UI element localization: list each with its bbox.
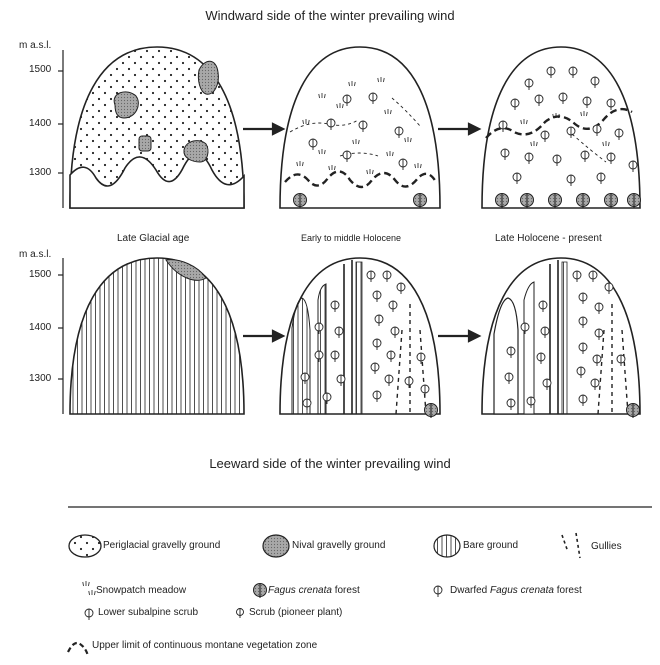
axis-bottom — [58, 258, 63, 414]
legend-dwarfed-symbol — [434, 586, 442, 597]
legend-periglacial-symbol — [69, 535, 101, 557]
panel-windward-late-glacial — [70, 47, 244, 208]
legend-fagus-symbol — [254, 584, 267, 599]
legend-bare-symbol — [434, 535, 460, 557]
legend-pioneer-scrub-symbol — [237, 608, 244, 618]
legend-gullies-symbol — [562, 533, 580, 558]
legend-nival-symbol — [263, 535, 289, 557]
legend-lower-scrub-symbol — [85, 609, 93, 620]
panel-windward-late-holocene — [482, 47, 641, 208]
panel-leeward-late-holocene — [482, 258, 640, 418]
axis-top — [58, 50, 63, 208]
legend-upper-limit-symbol — [68, 643, 88, 656]
legend-snowpatch-symbol — [83, 581, 95, 595]
panel-leeward-early-holocene — [280, 258, 440, 418]
panel-leeward-late-glacial — [70, 258, 244, 414]
panel-windward-early-holocene — [280, 47, 440, 208]
